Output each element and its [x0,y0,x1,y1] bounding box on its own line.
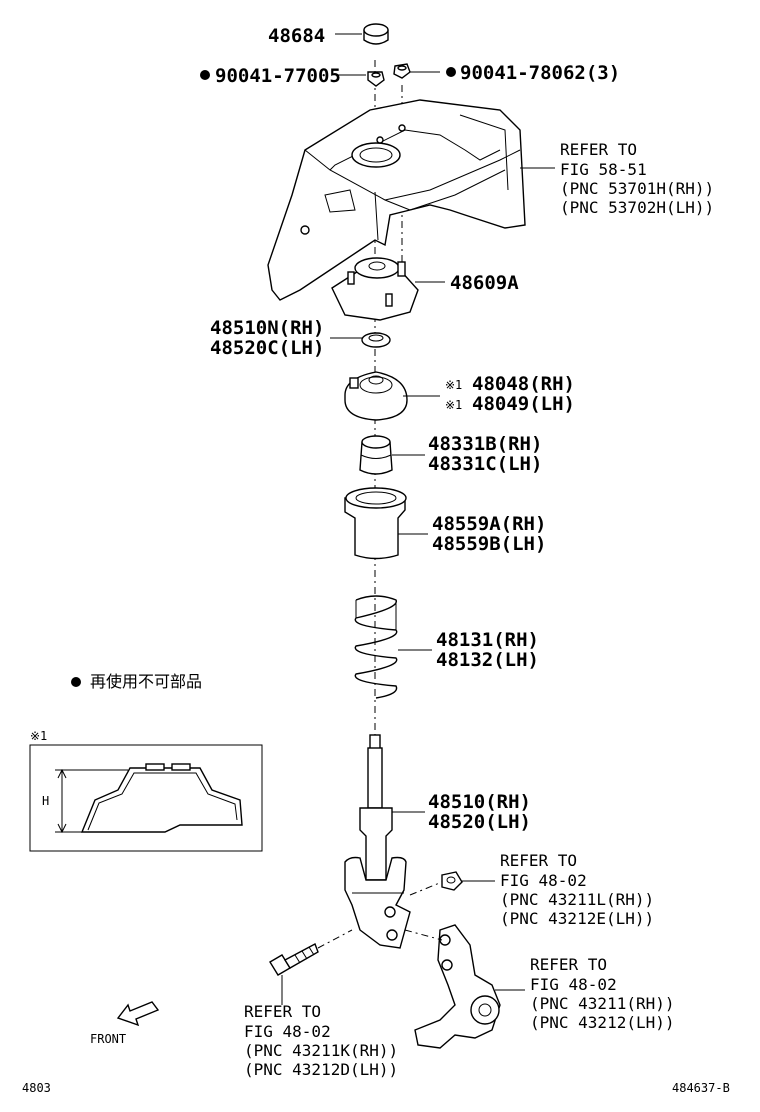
refer-top-1: REFER TO [560,140,637,159]
bound-stopper-48331B [359,435,393,475]
refer-knuckle-4: (PNC 43212(LH)) [530,1013,675,1032]
refer-top-3: (PNC 53701H(RH)) [560,179,714,198]
reuse-mark-icon [200,70,210,80]
refer-knuckle-1: REFER TO [530,955,607,974]
refer-knuckle-3: (PNC 43211(RH)) [530,994,675,1013]
page-code-left: 4803 [22,1081,51,1095]
front-label: FRONT [90,1032,126,1046]
label-48331B: 48331B(RH) [428,433,542,455]
label-48048: 48048(RH) [472,373,575,395]
coil-spring-48131 [354,595,398,699]
bearing-48510N [361,332,391,348]
label-48331C: 48331C(LH) [428,453,542,475]
flange-nut [441,871,463,891]
label-48510: 48510(RH) [428,791,531,813]
label-48520: 48520(LH) [428,811,531,833]
legend-mark-icon [71,677,81,687]
refer-top-2: FIG 58-51 [560,160,647,179]
label-48132: 48132(LH) [436,649,539,671]
note-mark: ※1 [445,398,462,412]
label-48609A: 48609A [450,272,519,294]
steering-knuckle [414,924,501,1049]
nut-90041-77005 [367,71,385,87]
refer-bolt-3: (PNC 43211K(RH)) [244,1041,398,1060]
refer-nut-1: REFER TO [500,851,577,870]
label-90041-77005: 90041-77005 [215,65,341,87]
refer-top-4: (PNC 53702H(LH)) [560,198,714,217]
refer-bolt-1: REFER TO [244,1002,321,1021]
label-48520C: 48520C(LH) [210,337,324,359]
refer-nut-3: (PNC 43211L(RH)) [500,890,654,909]
refer-knuckle-2: FIG 48-02 [530,975,617,994]
front-arrow-icon [116,1001,160,1027]
label-48684: 48684 [268,25,325,47]
inset-h-label: H [42,794,49,808]
page-code-right: 484637-B [672,1081,730,1095]
inset-title: ※1 [30,729,47,743]
upper-support-48609A [331,257,419,321]
note-mark: ※1 [445,378,462,392]
label-48559A: 48559A(RH) [432,513,546,535]
strut-tower-panel [267,99,526,301]
cap-48684 [363,23,389,45]
spring-seat-48048 [344,371,408,421]
label-48559B: 48559B(LH) [432,533,546,555]
refer-bolt-2: FIG 48-02 [244,1022,331,1041]
nut-90041-78062 [393,63,411,79]
boot-48559A [344,487,407,560]
label-48510N: 48510N(RH) [210,317,324,339]
knuckle-bolt [269,943,319,976]
shock-absorber-48510 [344,734,411,949]
refer-nut-2: FIG 48-02 [500,871,587,890]
refer-nut-4: (PNC 43212E(LH)) [500,909,654,928]
legend-text: 再使用不可部品 [90,672,202,691]
label-90041-78062: 90041-78062(3) [460,62,620,84]
reuse-mark-icon [446,67,456,77]
refer-bolt-4: (PNC 43212D(LH)) [244,1060,398,1079]
label-48049: 48049(LH) [472,393,575,415]
label-48131: 48131(RH) [436,629,539,651]
inset-detail [29,744,263,852]
